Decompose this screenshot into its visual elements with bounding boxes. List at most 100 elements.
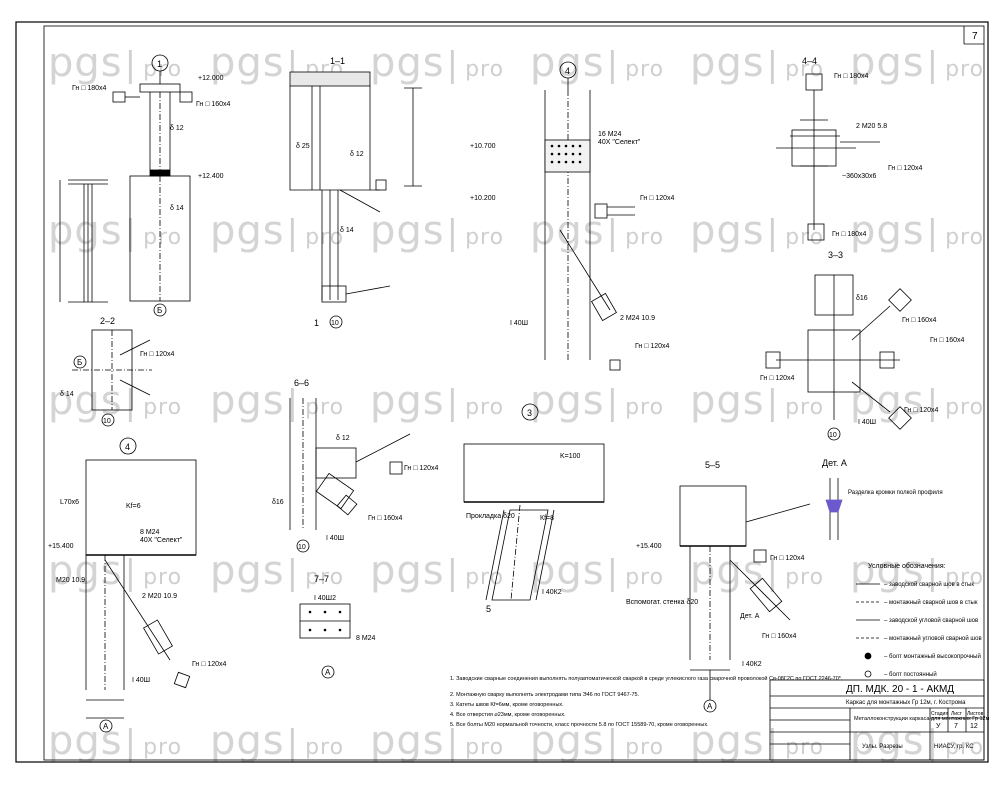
legend-item-2: – монтажный сварной шов в стык	[884, 599, 978, 606]
watermark: pgs|pro	[370, 718, 505, 764]
legend-item-6: – болт постоянный	[884, 671, 937, 678]
lbl-gn120-v55: Гн □ 120х4	[770, 555, 805, 562]
tb-col-sheets: Листов	[967, 711, 984, 717]
lbl-8m24-77: 8 М24	[356, 635, 376, 642]
lbl-prok: Прокладка δ20	[466, 513, 515, 520]
lbl-kv100: K=100	[560, 453, 581, 460]
lbl-dim360: ~360х30х6	[842, 173, 877, 180]
lbl-i40sh2: I 40Ш2	[314, 595, 336, 602]
lbl-m20-109: М20 10.9	[56, 577, 85, 584]
lbl-i40k2b: I 40К2	[742, 661, 762, 668]
lbl-dett-a-ref: Дет. А	[740, 613, 760, 620]
page-number: 7	[972, 31, 978, 42]
lbl-i40sh-v66: I 40Ш	[326, 535, 344, 542]
note-2: 2. Монтажную сварку выполнять электродам…	[450, 692, 640, 698]
lbl-bolt-m24-16: 16 М24	[598, 131, 621, 138]
lbl-gn180-v1: Гн □ 180х4	[72, 85, 107, 92]
lbl-vsch: Вспомогат. стенка δ20	[626, 599, 698, 606]
watermark: pgs|pro	[210, 548, 345, 594]
view-1-1: 1–1 δ 25 δ 12 δ 14 1 10	[289, 56, 422, 329]
circle-label-B: Б	[157, 306, 162, 315]
title-7-7: 7–7	[314, 574, 329, 584]
detail-a: Дет. А Разделка кромки полкой профиля	[822, 458, 943, 540]
view-6-6: 6–6 10 δ 12 Гн □ 120х4 Гн □ 160х4 I 40Ш …	[272, 378, 439, 553]
watermark: pgs|pro	[210, 208, 345, 254]
legend-item-4: – монтажный угловой сварной шов	[884, 635, 982, 642]
circle-label-10b: 10	[103, 418, 111, 425]
title-2-2: 2–2	[100, 316, 115, 326]
title-1-1: 1–1	[330, 56, 345, 66]
lbl-gn120-v33b: Гн □ 120х4	[904, 407, 939, 414]
lbl-8m24: 8 М24	[140, 529, 160, 536]
lbl-bolt-40x: 40Х "Селект"	[598, 139, 641, 146]
lbl-i40sh-v4l: I 40Ш	[132, 677, 150, 684]
circle-label-A2: А	[325, 668, 331, 677]
lbl-kf6: Kf=6	[126, 503, 141, 510]
legend: Условные обозначения: – заводской сварно…	[856, 562, 982, 678]
lbl-lv15400: +15.400	[48, 543, 74, 550]
lbl-d12-v66: δ 12	[336, 435, 350, 442]
lbl-bolt-m24-2: 2 М24 10.9	[620, 315, 655, 322]
inner-frame	[43, 25, 985, 761]
watermark: pgs|pro	[48, 718, 183, 764]
watermark: pgs|pro	[850, 208, 985, 254]
title-dett-a: Дет. А	[822, 458, 847, 468]
view-4-column: 4 16 М24 40Х "Селект" +10.700 +10.200 Гн…	[470, 61, 675, 371]
circle-label-10d: 10	[298, 544, 306, 551]
legend-item-5: – болт монтажный высокопрочный	[884, 653, 981, 660]
title-3-3: 3–3	[828, 250, 843, 260]
lbl-i40sh-v4: I 40Ш	[510, 320, 528, 327]
lbl-gn180-v44: Гн □ 180х4	[834, 73, 869, 80]
tb-dept: Узлы. Разрезы	[862, 744, 903, 750]
lbl-gn120-v66: Гн □ 120х4	[404, 465, 439, 472]
watermark: pgs|pro	[48, 40, 183, 86]
marker-5: 5	[486, 604, 491, 614]
lbl-razdelka: Разделка кромки полкой профиля	[848, 489, 943, 496]
lbl-lv12000: +12.000	[198, 75, 224, 82]
view-2-2: 2–2 10 Б Гн □ 120х4 δ 14	[60, 316, 175, 427]
lbl-40x-b: 40Х "Селект"	[140, 537, 183, 544]
tb-col-stage: Стадия	[931, 711, 948, 717]
lbl-d16-v33: δ16	[856, 295, 868, 302]
watermark: pgs|pro	[690, 718, 825, 764]
watermark: pgs|pro	[530, 40, 665, 86]
watermark: pgs|pro	[690, 548, 825, 594]
title-5-5: 5–5	[705, 460, 720, 470]
lbl-d14-v11: δ 14	[340, 227, 354, 234]
watermark: pgs|pro	[850, 378, 985, 424]
tb-org: НИАСУ, гр. КС	[934, 744, 974, 750]
legend-item-3: – заводской угловой сварной шов	[884, 617, 978, 624]
tb-code: ДП. МДК. 20 - 1 - АКМД	[846, 684, 954, 695]
watermark: pgs|pro	[210, 378, 345, 424]
lbl-d14-v22: δ 14	[60, 391, 74, 398]
view-3-lower: 3 K=100 Прокладка δ20 Кf=8 I 40К2 5	[463, 403, 605, 614]
watermark: pgs|pro	[850, 718, 985, 764]
watermark: pgs|pro	[48, 378, 183, 424]
lbl-gn160-v33: Гн □ 160х4	[902, 317, 937, 324]
tb-project: Каркас для монтажных Гр 12м, г. Кострома	[846, 700, 966, 706]
note-3: 3. Катеты швов Kf=6мм, кроме оговоренных…	[450, 702, 564, 708]
lbl-lv12400: +12.400	[198, 173, 224, 180]
legend-item-1: – заводской сварной шов в стык	[884, 581, 974, 588]
lbl-lv15400b: +15.400	[636, 543, 662, 550]
lbl-gn120-v44: Гн □ 120х4	[888, 165, 923, 172]
watermark: pgs|pro	[530, 208, 665, 254]
tb-col-sheet: Лист	[951, 711, 963, 717]
watermark: pgs|pro	[850, 40, 985, 86]
tb-sheet-title: Металлоконструкции каркаса для монтажных…	[854, 716, 990, 722]
lbl-lv10200: +10.200	[470, 195, 496, 202]
title-block: ДП. МДК. 20 - 1 - АКМД Каркас для монтаж…	[769, 679, 990, 761]
note-4: 4. Все отверстия ⌀23мм, кроме оговоренны…	[450, 712, 566, 718]
notes-block: 1. Заводские сварные соединения выполнят…	[450, 675, 843, 728]
view-7-7: 7–7 А I 40Ш2 8 М24	[299, 574, 376, 679]
watermark: pgs|pro	[370, 40, 505, 86]
lbl-gn120-v4: Гн □ 120х4	[640, 195, 675, 202]
circle-label-10a: 10	[331, 320, 339, 327]
watermark: pgs|pro	[210, 718, 345, 764]
circle-label-10c: 10	[829, 432, 837, 439]
lbl-gn120-v4l: Гн □ 120х4	[192, 661, 227, 668]
lbl-gn160-v55: Гн □ 160х4	[762, 633, 797, 640]
tb-sheets: 12	[970, 723, 978, 730]
view-3-3: 3–3 10 δ16 Гн □ 160х4 Гн □ 160х4 Гн □ 12…	[760, 250, 965, 441]
